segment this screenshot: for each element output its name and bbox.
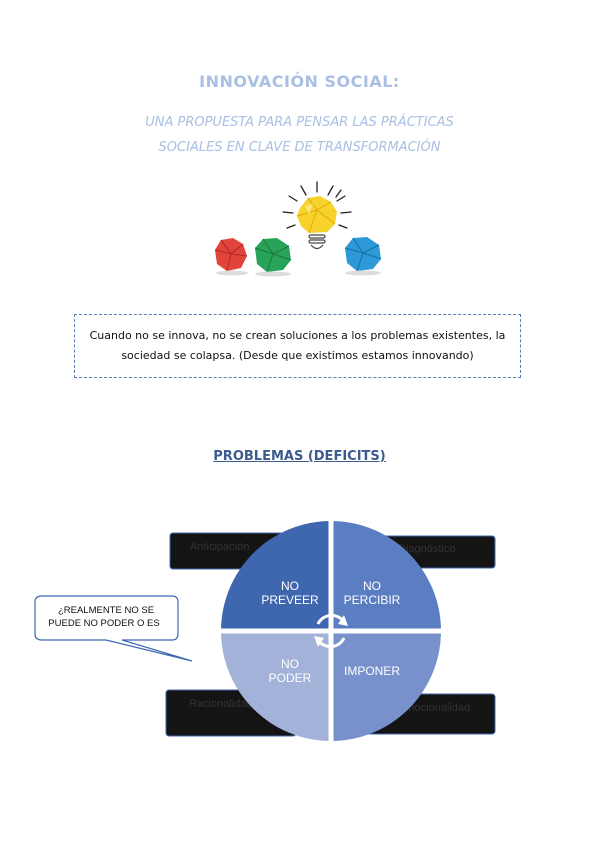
quadrant-imponer — [331, 631, 441, 741]
quote-box: Cuando no se innova, no se crean solucio… — [74, 314, 521, 378]
document-title: INNOVACIÓN SOCIAL: — [199, 72, 400, 91]
green-paper-ball-icon — [254, 238, 292, 277]
problems-cycle-diagram: Anticipación Diagnóstico Racionalidad Em… — [34, 518, 496, 744]
lightbulb-icon — [296, 196, 337, 250]
red-paper-ball-icon — [214, 238, 248, 276]
box-bottom-right-label: Emocionalidad — [398, 702, 470, 714]
quadrant-no-preveer-line1: NO — [281, 579, 299, 593]
quadrant-no-percibir-line2: PERCIBIR — [344, 593, 401, 607]
quadrant-no-poder-line1: NO — [281, 657, 299, 671]
quadrant-no-poder — [221, 631, 331, 741]
quadrant-imponer-line1: IMPONER — [344, 664, 400, 678]
box-top-right-label: Diagnóstico — [398, 543, 455, 555]
document-subtitle: UNA PROPUESTA PARA PENSAR LAS PRÁCTICAS … — [0, 110, 599, 160]
callout-bubble — [34, 595, 193, 662]
subtitle-line-2: SOCIALES EN CLAVE DE TRANSFORMACIÓN — [158, 140, 441, 155]
crumpled-paper-lightbulb-icon — [214, 181, 382, 277]
quote-text: Cuando no se innova, no se crean solucio… — [89, 329, 506, 362]
quadrant-no-preveer-line2: PREVEER — [261, 593, 319, 607]
box-bottom-left-label: Racionalidad — [189, 698, 253, 710]
quadrant-no-preveer — [221, 521, 331, 631]
quadrant-no-percibir — [331, 521, 441, 631]
box-top-left-label: Anticipación — [190, 541, 249, 553]
quadrant-no-percibir-line1: NO — [363, 579, 381, 593]
subtitle-line-1: UNA PROPUESTA PARA PENSAR LAS PRÁCTICAS — [145, 115, 454, 130]
light-rays-icon — [282, 181, 352, 229]
blue-paper-ball-icon — [344, 237, 382, 276]
section-heading: PROBLEMAS (DEFICITS) — [213, 449, 386, 464]
callout-line-1: ¿REALMENTE NO SE — [58, 605, 154, 616]
callout-line-2: PUEDE NO PODER O ES — [48, 618, 159, 629]
quadrant-no-poder-line2: PODER — [269, 671, 312, 685]
